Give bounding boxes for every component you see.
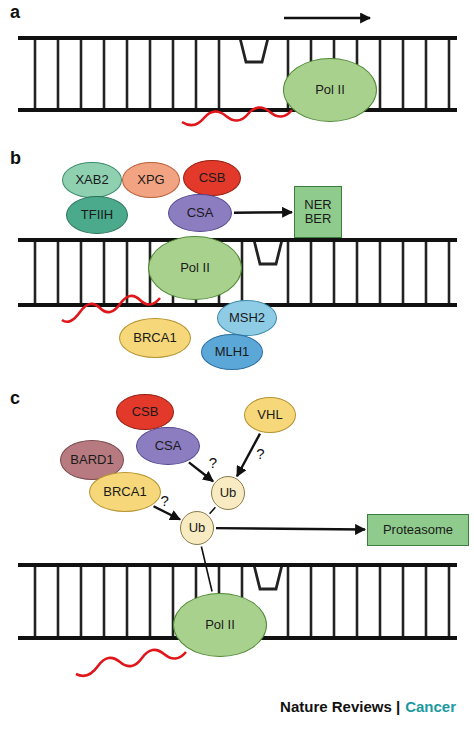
node-text: CSB xyxy=(199,171,226,185)
protein-ellipse: CSB xyxy=(116,394,174,430)
dna-duplex xyxy=(18,38,457,110)
node-text: XPG xyxy=(137,173,164,187)
node-text: CSB xyxy=(132,405,159,419)
rna-strand xyxy=(182,107,292,125)
node-text: Ub xyxy=(220,486,237,500)
node-text: Pol II xyxy=(315,83,345,97)
node-text: MSH2 xyxy=(229,311,265,325)
protein-ellipse: TFIIH xyxy=(66,196,128,234)
node-text: VHL xyxy=(257,408,282,422)
node-text: BRCA1 xyxy=(133,331,176,345)
ubiquitin-circle: Ub xyxy=(211,476,245,510)
journal-credit: Nature Reviews | Cancer xyxy=(280,698,456,715)
protein-ellipse: XAB2 xyxy=(62,162,122,198)
rna-strand xyxy=(76,650,186,676)
node-text: BRCA1 xyxy=(103,485,146,499)
protein-ellipse: Pol II xyxy=(173,593,267,657)
process-box: Proteasome xyxy=(367,514,469,546)
protein-ellipse: Pol II xyxy=(283,58,377,122)
protein-ellipse: MSH2 xyxy=(217,300,277,336)
ubiquitin-circle: Ub xyxy=(180,511,214,545)
node-text: CSA xyxy=(155,439,182,453)
protein-ellipse: BRCA1 xyxy=(89,472,161,512)
panel-letter: b xyxy=(10,148,21,169)
edge-label: ? xyxy=(161,491,169,508)
protein-ellipse: XPG xyxy=(122,162,180,198)
panel-letter: c xyxy=(10,388,20,409)
journal-name: Cancer xyxy=(405,698,456,715)
protein-ellipse: CSA xyxy=(136,427,200,465)
edge-label: ? xyxy=(209,453,217,470)
arrow-connector xyxy=(234,211,292,214)
node-text: CSA xyxy=(187,206,214,220)
chain-line xyxy=(210,507,216,514)
node-text: Pol II xyxy=(205,618,235,632)
protein-ellipse: CSB xyxy=(183,160,241,196)
arrow-connector xyxy=(216,528,365,529)
node-text: MLH1 xyxy=(215,345,250,359)
chain-line xyxy=(201,546,212,591)
direction-arrow xyxy=(284,17,370,19)
protein-ellipse: MLH1 xyxy=(201,334,263,370)
node-text: BARD1 xyxy=(70,453,113,467)
protein-ellipse: Pol II xyxy=(148,236,242,300)
node-text: XAB2 xyxy=(75,173,108,187)
process-box: NER BER xyxy=(294,186,342,238)
node-text: TFIIH xyxy=(81,208,114,222)
node-text: Ub xyxy=(189,521,206,535)
protein-ellipse: BRCA1 xyxy=(119,318,191,358)
protein-ellipse: CSA xyxy=(168,194,232,232)
edge-label: ? xyxy=(256,444,264,461)
node-text: Pol II xyxy=(180,261,210,275)
panel-letter: a xyxy=(10,2,20,23)
journal-name: Nature Reviews | xyxy=(280,698,400,715)
node-text: NER BER xyxy=(295,198,341,226)
protein-ellipse: VHL xyxy=(244,397,296,433)
node-text: Proteasome xyxy=(383,523,453,537)
